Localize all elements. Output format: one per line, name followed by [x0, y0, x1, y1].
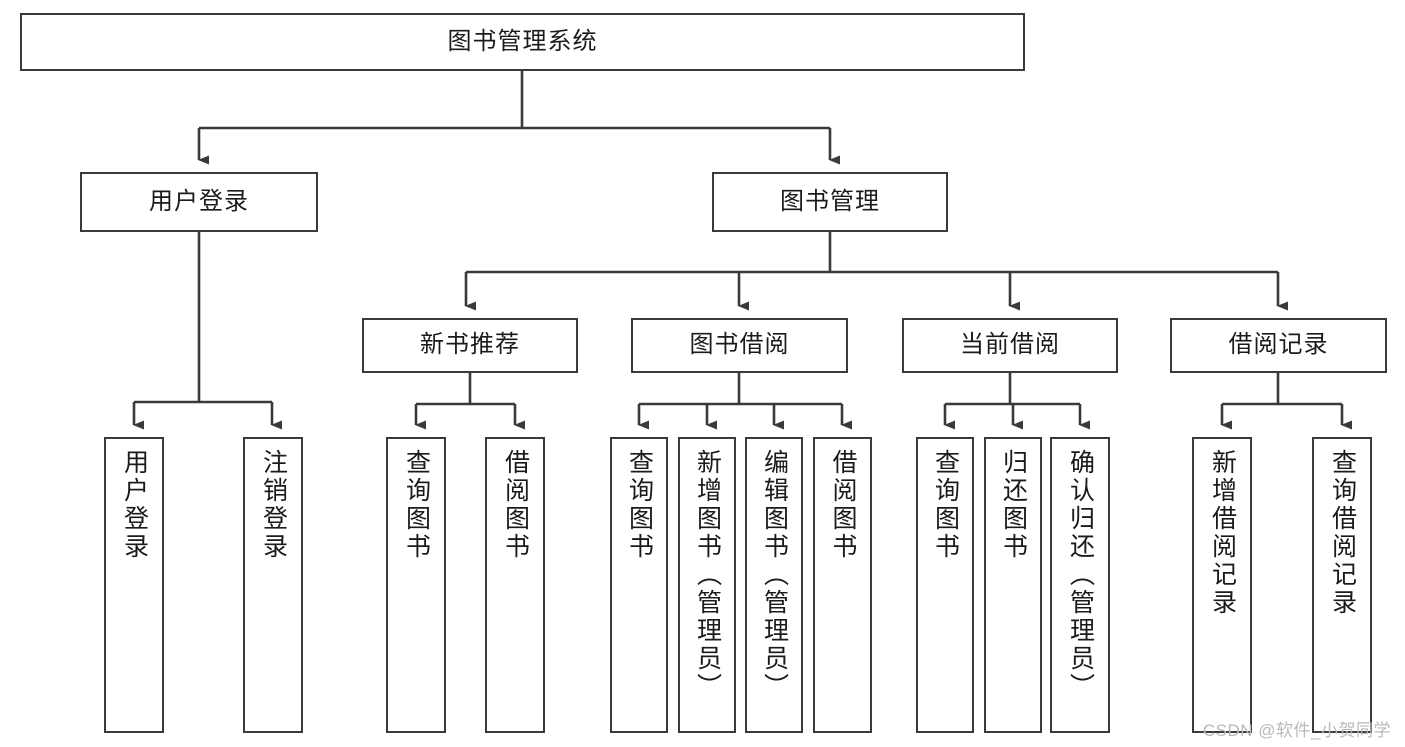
node-leaf-logout[interactable]: 注销登录 — [243, 437, 303, 733]
node-current-borrow[interactable]: 当前借阅 — [902, 318, 1118, 373]
node-leaf-query-book-bb[interactable]: 查询图书 — [610, 437, 668, 733]
node-leaf-query-record-label: 查询借阅记录 — [1328, 449, 1357, 617]
node-leaf-return-book[interactable]: 归还图书 — [984, 437, 1042, 733]
node-leaf-query-record[interactable]: 查询借阅记录 — [1312, 437, 1372, 733]
node-root[interactable]: 图书管理系统 — [20, 13, 1025, 71]
node-leaf-add-book[interactable]: 新增图书（管理员） — [678, 437, 736, 733]
node-leaf-query-book-rec-label: 查询图书 — [402, 449, 431, 561]
node-leaf-logout-label: 注销登录 — [259, 449, 288, 561]
node-leaf-query-book-rec[interactable]: 查询图书 — [386, 437, 446, 733]
node-book-manage[interactable]: 图书管理 — [712, 172, 948, 232]
node-leaf-user-login-label: 用户登录 — [120, 449, 149, 561]
node-leaf-query-book-cb-label: 查询图书 — [931, 449, 960, 561]
node-leaf-confirm-return-label: 确认归还（管理员） — [1066, 449, 1095, 701]
node-root-label: 图书管理系统 — [447, 27, 598, 55]
node-leaf-confirm-return[interactable]: 确认归还（管理员） — [1050, 437, 1110, 733]
node-leaf-borrow-book-rec-label: 借阅图书 — [501, 449, 530, 561]
node-book-borrow-label: 图书借阅 — [689, 331, 790, 359]
node-new-book-rec-label: 新书推荐 — [420, 331, 520, 359]
node-leaf-edit-book[interactable]: 编辑图书（管理员） — [745, 437, 803, 733]
node-leaf-add-record-label: 新增借阅记录 — [1208, 449, 1237, 617]
node-leaf-add-book-label: 新增图书（管理员） — [693, 449, 722, 701]
node-new-book-rec[interactable]: 新书推荐 — [362, 318, 578, 373]
node-leaf-add-record[interactable]: 新增借阅记录 — [1192, 437, 1252, 733]
node-borrow-record-label: 借阅记录 — [1228, 331, 1329, 359]
csdn-watermark: CSDN @软件_小贺同学 — [1202, 721, 1391, 740]
node-leaf-borrow-book-rec[interactable]: 借阅图书 — [485, 437, 545, 733]
node-user-login-label: 用户登录 — [149, 187, 249, 215]
node-borrow-record[interactable]: 借阅记录 — [1170, 318, 1387, 373]
node-leaf-borrow-book-bb[interactable]: 借阅图书 — [813, 437, 872, 733]
node-leaf-borrow-book-bb-label: 借阅图书 — [829, 449, 857, 561]
node-leaf-query-book-bb-label: 查询图书 — [625, 449, 654, 561]
node-book-manage-label: 图书管理 — [780, 187, 880, 215]
node-user-login[interactable]: 用户登录 — [80, 172, 318, 232]
node-book-borrow[interactable]: 图书借阅 — [631, 318, 848, 373]
node-leaf-edit-book-label: 编辑图书（管理员） — [760, 449, 789, 701]
node-leaf-return-book-label: 归还图书 — [999, 449, 1028, 561]
node-current-borrow-label: 当前借阅 — [960, 331, 1060, 359]
node-leaf-query-book-cb[interactable]: 查询图书 — [916, 437, 974, 733]
node-leaf-user-login[interactable]: 用户登录 — [104, 437, 164, 733]
